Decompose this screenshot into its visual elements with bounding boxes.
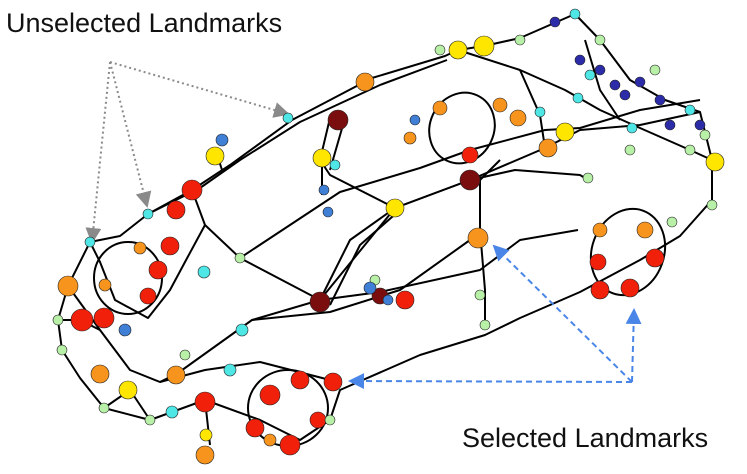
selected-landmarks-label: Selected Landmarks <box>462 423 709 453</box>
unselected-arrows <box>85 61 290 244</box>
unselected-landmarks-label: Unselected Landmarks <box>6 8 283 38</box>
landmark-points <box>52 8 725 465</box>
selected-arrows <box>348 244 642 390</box>
wireframe-lines <box>57 13 713 447</box>
